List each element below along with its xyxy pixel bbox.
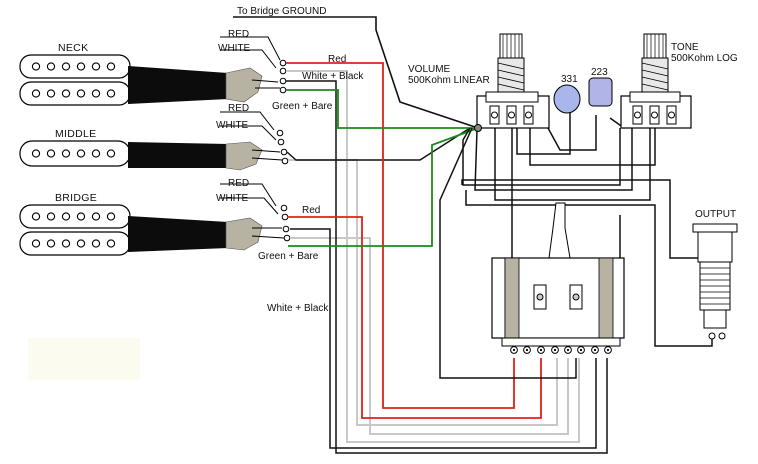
bridge-red-wire-label: Red bbox=[302, 205, 320, 216]
lead-terminals bbox=[276, 59, 291, 242]
ground-junction bbox=[474, 124, 482, 132]
neck-green-bare-label: Green + Bare bbox=[272, 101, 333, 112]
neck-white-black-label: White + Black bbox=[302, 71, 364, 82]
middle-white-label: WHITE bbox=[216, 120, 249, 131]
bridge-white-label: WHITE bbox=[216, 193, 249, 204]
middle-cable bbox=[128, 141, 263, 171]
middle-pickup bbox=[19, 140, 131, 167]
capacitor-223-label: 223 bbox=[591, 67, 608, 78]
middle-label: MIDDLE bbox=[55, 128, 96, 140]
middle-red-label: RED bbox=[228, 103, 249, 114]
bridge-cable bbox=[128, 216, 263, 252]
five-way-switch bbox=[491, 202, 625, 347]
neck-pickup bbox=[19, 54, 131, 106]
bridge-red-label: RED bbox=[228, 178, 249, 189]
bridge-ground-wire bbox=[233, 16, 479, 129]
green-wires bbox=[286, 89, 479, 247]
switch-lugs bbox=[510, 346, 612, 354]
black-wires bbox=[286, 80, 608, 454]
neck-cable bbox=[128, 66, 263, 104]
capacitor-223 bbox=[588, 77, 613, 107]
bridge-label: BRIDGE bbox=[55, 192, 97, 204]
output-jack bbox=[692, 223, 738, 340]
bridge-green-bare-label: Green + Bare bbox=[258, 251, 319, 262]
tone-pot bbox=[620, 33, 692, 129]
volume-value: 500Kohm LINEAR bbox=[408, 75, 490, 86]
neck-red-wire-label: Red bbox=[328, 54, 346, 65]
tone-value: 500Kohm LOG bbox=[671, 53, 738, 64]
volume-title: VOLUME bbox=[408, 64, 451, 75]
blank-note-box bbox=[28, 338, 140, 380]
tone-title: TONE bbox=[671, 42, 699, 53]
neck-label: NECK bbox=[58, 42, 88, 54]
capacitor-331-label: 331 bbox=[561, 74, 578, 85]
output-label: OUTPUT bbox=[695, 209, 736, 220]
bridge-white-black-label: White + Black bbox=[267, 303, 329, 314]
bridge-ground-label: To Bridge GROUND bbox=[237, 6, 326, 17]
red-wires bbox=[286, 62, 542, 419]
neck-red-label: RED bbox=[228, 29, 249, 40]
lead-stubs bbox=[220, 36, 285, 239]
volume-pot bbox=[476, 33, 550, 129]
bridge-pickup bbox=[19, 204, 131, 256]
capacitor-331 bbox=[553, 84, 581, 114]
neck-white-label: WHITE bbox=[218, 43, 251, 54]
